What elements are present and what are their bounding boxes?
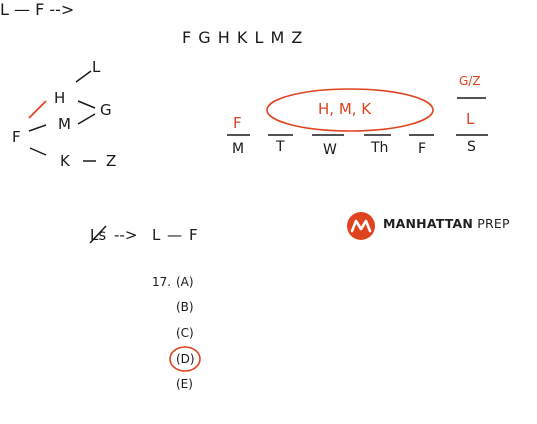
selected-answer-circle [169, 346, 201, 372]
slot-s-entry: L [466, 110, 475, 128]
tree-letter-g: G [100, 101, 112, 119]
group-ellipse [266, 88, 434, 132]
slot-label-w: W [323, 142, 337, 158]
brand-word-prep: PREP [477, 216, 510, 231]
tree-line-l [75, 70, 92, 83]
rule-arrow: --> [114, 226, 138, 244]
tree-letter-z: Z [106, 152, 117, 170]
rule-letter-l: L [152, 226, 161, 244]
brand-word-manhattan: MANHATTAN [383, 216, 474, 231]
question-number: 17. [152, 275, 172, 289]
tree-letter-m: M [58, 115, 71, 133]
tree-line-m-g-lower [77, 113, 96, 125]
slot-label-s: S [467, 139, 476, 155]
tree-line-f-m [28, 124, 47, 132]
slot-s-top-entry: G/Z [459, 74, 481, 88]
slot-label-th: Th [371, 140, 389, 156]
tree-letter-f: F [12, 128, 21, 146]
slot-label-t: T [276, 139, 285, 155]
tree-line-f-h [28, 100, 47, 119]
letter-set-title: F G H K L M Z [182, 28, 304, 47]
crossout-slash [89, 225, 107, 244]
tree-letter-l: L [92, 58, 101, 76]
answer-option-d[interactable]: (D) [176, 352, 195, 366]
tree-line-f-k [29, 147, 47, 156]
answer-option-e[interactable]: (E) [176, 377, 193, 391]
answer-option-a[interactable]: (A) [176, 275, 194, 289]
slot-label-f: F [418, 141, 427, 157]
tree-line-h-g-upper [77, 100, 96, 109]
slot-m-entry: F [233, 114, 242, 132]
slot-label-m: M [232, 141, 245, 157]
group-label: H, M, K [318, 100, 372, 118]
rule-dash: — [167, 226, 182, 244]
tree-letter-h: H [54, 89, 66, 107]
rule-crossed-text: Ls [90, 226, 107, 244]
brand-wordmark: MANHATTAN PREP [383, 216, 510, 231]
answer-option-b[interactable]: (B) [176, 300, 194, 314]
answer-option-c[interactable]: (C) [176, 326, 194, 340]
manhattan-prep-logo-icon [347, 212, 375, 240]
tree-letter-k: K [60, 152, 70, 170]
rule-letter-f: F [189, 226, 198, 244]
